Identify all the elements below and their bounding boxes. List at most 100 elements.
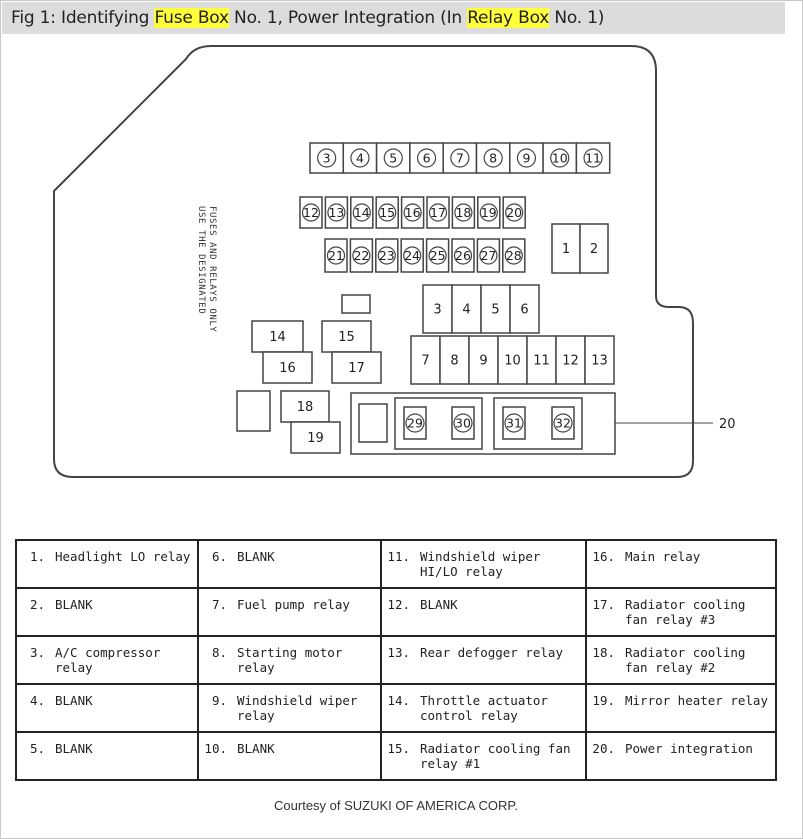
relay-outline [439,335,470,385]
fuse-circle [383,148,403,168]
fuse-slot [350,196,374,229]
legend-number: 16. [592,549,615,564]
fuse-number: 20 [506,205,522,220]
legend-description: Power integration [625,741,753,756]
fuse-number: 31 [506,416,522,431]
fuse-circle [301,203,321,222]
legend-description: Mirror heater relay [625,693,768,708]
caption-suffix: No. 1) [549,8,605,28]
fuse-19: 19 [477,196,501,229]
fuse-26: 26 [451,238,475,273]
relay-outline [509,284,540,334]
caption-highlight-fuse-box: Fuse Box [154,8,229,28]
fuse-circle [504,246,523,265]
legend-entry: 15.Radiator cooling fan relay #1 [386,741,581,771]
legend-entry: 14.Throttle actuator control relay [386,693,581,723]
legend-description: A/C compressor relay [55,645,161,675]
figure-caption: Fig 1: Identifying Fuse Box No. 1, Power… [11,8,604,28]
relay-5: 5 [480,284,511,334]
legend-description: BLANK [55,741,93,756]
fuse-12: 12 [299,196,323,229]
relay-outline [468,335,499,385]
fuse-slot [400,238,424,273]
legend-entry: 18.Radiator cooling fan relay #2 [591,645,771,675]
fuse-9-top: 9 [509,142,544,174]
legend-number: 4. [29,693,45,708]
empty-relay-slot [236,390,271,432]
fuse-circle [483,148,503,168]
fuse-5-top: 5 [375,142,411,174]
fuse-circle [479,203,498,222]
legend-cell: 15.Radiator cooling fan relay #1 [380,731,587,781]
fuse-30: 30 [451,406,475,440]
fuse-23: 23 [375,238,399,273]
fuse-slot [477,196,501,229]
note-line-1: USE THE DESIGNATED [196,206,206,314]
legend-cell: 14.Throttle actuator control relay [380,683,587,733]
legend-description: BLANK [237,741,275,756]
fuse-number: 10 [552,151,568,166]
relay-number: 7 [421,354,429,369]
fuse-number: 7 [456,151,464,166]
relay-16: 16 [262,351,313,384]
relay-9: 9 [468,335,499,385]
integration-blank-slot [358,403,388,443]
fuse-number: 30 [455,416,471,431]
fuse-circle [326,246,346,265]
legend-entry: 11.Windshield wiper HI/LO relay [386,549,581,579]
legend-entry: 9.Windshield wiper relay [203,693,376,723]
fuse-slot [349,238,374,273]
fuse-17: 17 [426,196,450,229]
relay-number: 11 [533,354,550,369]
legend-cell: 9.Windshield wiper relay [197,683,382,733]
fuse-circle [416,148,437,168]
fuse-number: 17 [430,205,446,220]
fuse-circle [450,148,470,168]
legend-entry: 5.BLANK [21,741,193,756]
fuse-slot [400,196,425,229]
legend-number: 7. [211,597,227,612]
relay-number: 10 [504,354,521,369]
fuse-15: 15 [375,196,399,229]
fuse-number: 11 [585,151,601,166]
fuse-circle [553,413,573,433]
fuse-number: 21 [328,248,344,263]
fuse-slot [403,406,427,440]
relay-number: 13 [591,354,608,369]
legend-entry: 7.Fuel pump relay [203,597,376,612]
legend-number: 12. [387,597,410,612]
legend-description: Windshield wiper HI/LO relay [420,549,541,579]
fuse-slot [442,142,478,174]
fuse-number: 29 [407,416,423,431]
fuse-number: 12 [303,205,319,220]
legend-cell: 20.Power integration [585,731,777,781]
fuse-13: 13 [324,196,349,229]
legend-cell: 1.Headlight LO relay [15,539,199,589]
fuse-16: 16 [400,196,425,229]
legend-description: BLANK [55,693,93,708]
fuse-slot [502,238,526,273]
relay-number: 16 [279,361,296,376]
legend-cell: 11.Windshield wiper HI/LO relay [380,539,587,589]
fuse-18: 18 [451,196,476,229]
fuse-14: 14 [350,196,374,229]
fuse-circle [405,413,425,433]
fuse-circle [377,246,396,265]
fuse-number: 5 [389,151,397,166]
legend-number: 8. [211,645,227,660]
legend-cell: 4. BLANK [15,683,199,733]
fuse-number: 15 [379,205,395,220]
legend-number: 2. [29,597,45,612]
relay-15: 15 [321,320,372,353]
relay-outline [321,320,372,353]
legend-description: Main relay [625,549,701,564]
fuse-7-top: 7 [442,142,478,174]
fuse-number: 24 [404,248,420,263]
fuse-number: 8 [489,151,497,166]
